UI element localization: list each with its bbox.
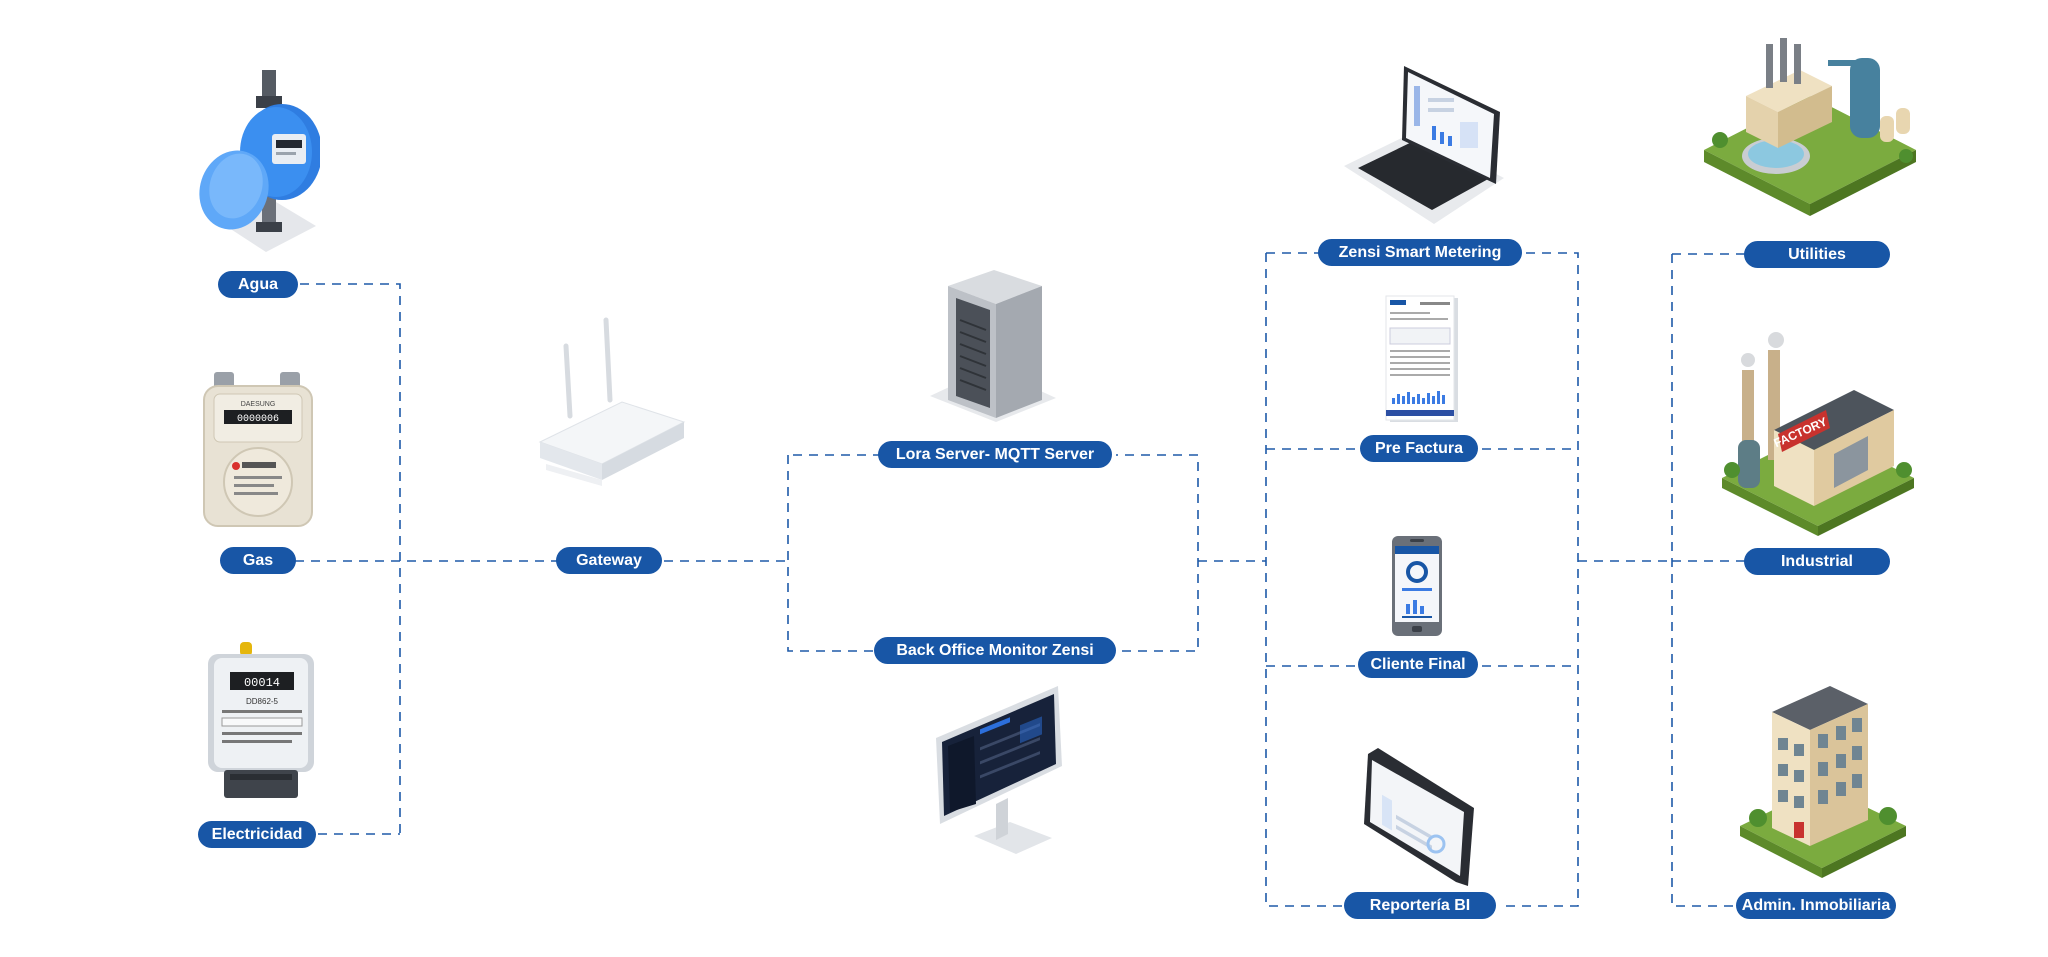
- connector-agua: [300, 283, 401, 834]
- apartment-building-icon: [1740, 686, 1906, 878]
- invoice-document-icon: [1385, 295, 1458, 422]
- label-inmobiliaria-text: Admin. Inmobiliaria: [1741, 896, 1891, 914]
- label-gateway-text: Gateway: [576, 551, 642, 569]
- label-gas-text: Gas: [242, 551, 274, 569]
- label-gas: Gas: [220, 547, 296, 574]
- label-reporteria: Reportería BI: [1344, 892, 1496, 919]
- factory-icon: FACTORY: [1722, 332, 1914, 536]
- electricity-meter-counter: 00014: [244, 676, 280, 690]
- label-back-office: Back Office Monitor Zensi: [874, 637, 1116, 664]
- label-agua: Agua: [218, 271, 298, 298]
- label-agua-text: Agua: [238, 275, 278, 293]
- label-pre-factura-text: Pre Factura: [1374, 439, 1464, 457]
- label-lora-server-text: Lora Server- MQTT Server: [895, 445, 1095, 463]
- connector-sectors: [1671, 253, 1748, 907]
- label-gateway: Gateway: [556, 547, 662, 574]
- label-utilities: Utilities: [1744, 241, 1890, 268]
- label-pre-factura: Pre Factura: [1360, 435, 1478, 462]
- label-smart-metering: Zensi Smart Metering: [1318, 239, 1522, 266]
- monitor-icon: [936, 686, 1062, 854]
- electricity-meter-icon: 00014 DD862-5: [208, 642, 314, 798]
- server-icon: [930, 270, 1056, 422]
- laptop-icon: [1344, 66, 1504, 224]
- label-cliente-final: Cliente Final: [1358, 651, 1478, 678]
- label-industrial-text: Industrial: [1780, 552, 1853, 570]
- water-meter-icon: [199, 70, 320, 252]
- gas-meter-counter: 0000006: [237, 414, 279, 425]
- label-reporteria-text: Reportería BI: [1369, 896, 1471, 914]
- label-electricidad-text: Electricidad: [211, 825, 303, 843]
- connector-apps-right: [1482, 252, 1579, 907]
- label-back-office-text: Back Office Monitor Zensi: [896, 641, 1094, 659]
- router-icon: [538, 317, 686, 486]
- connector-apps-left: [1265, 252, 1364, 907]
- label-electricidad: Electricidad: [198, 821, 316, 848]
- label-inmobiliaria: Admin. Inmobiliaria: [1736, 892, 1896, 919]
- label-smart-metering-text: Zensi Smart Metering: [1338, 243, 1502, 261]
- label-industrial: Industrial: [1744, 548, 1890, 575]
- utilities-plant-icon: [1704, 38, 1916, 216]
- smartphone-icon: [1392, 536, 1442, 636]
- gas-meter-icon: DAESUNG 0000006: [203, 372, 313, 527]
- gas-meter-brand: DAESUNG: [241, 401, 276, 408]
- tablet-icon: [1364, 748, 1474, 886]
- connector-server-loop: [787, 454, 1199, 652]
- label-lora-server: Lora Server- MQTT Server: [878, 441, 1112, 468]
- electricity-meter-title: DD862-5: [246, 697, 279, 706]
- label-utilities-text: Utilities: [1788, 245, 1846, 263]
- label-cliente-final-text: Cliente Final: [1370, 655, 1466, 673]
